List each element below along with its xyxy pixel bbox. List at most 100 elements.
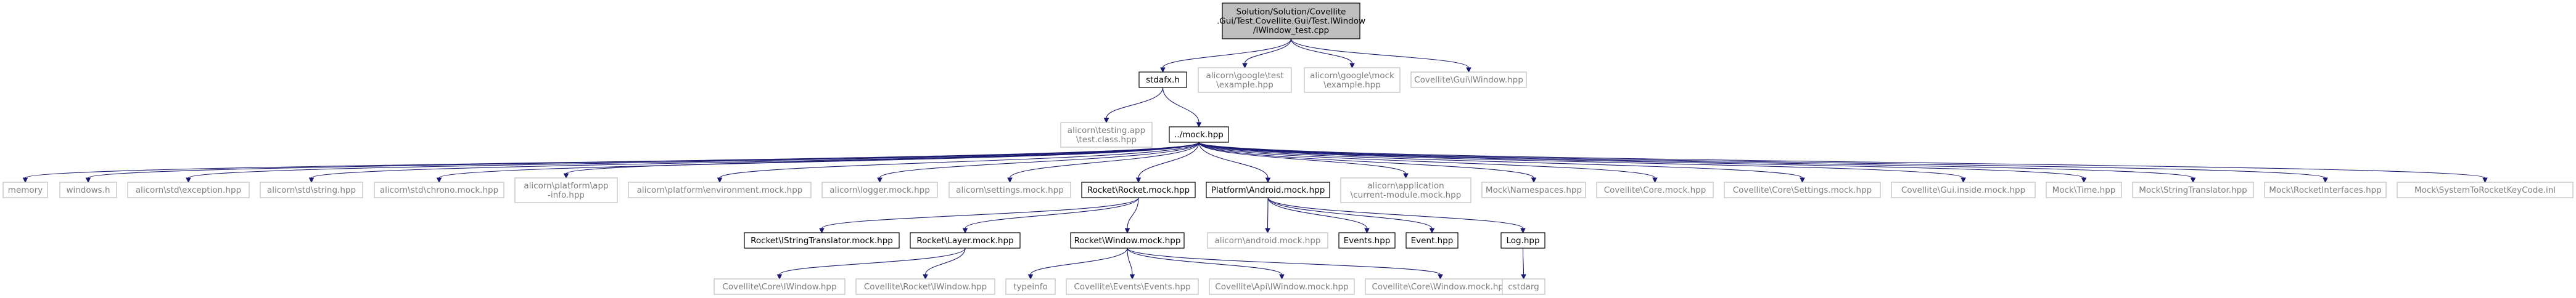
node-label-line: alicorn\settings.mock.hpp	[956, 185, 1064, 195]
edge-arrowhead-mock-to-time	[2081, 177, 2087, 183]
edge-mock-to-core_settings	[1198, 142, 1803, 179]
edge-mock-to-string_translator	[1198, 142, 2194, 179]
edge-mock-to-android_mock	[1198, 142, 1269, 179]
edge-arrowhead-mock-to-std_chrono	[436, 177, 442, 183]
node-gtest: alicorn\google\test\example.hpp	[1198, 67, 1292, 93]
edge-arrowhead-mock-to-android_mock	[1265, 177, 1271, 183]
node-events-events: Covellite\Events\Events.hpp	[1066, 278, 1199, 295]
edge-window_mock-to-events_events	[1127, 248, 1133, 275]
node-label-line: \current-module.mock.hpp	[1351, 190, 1462, 200]
node-label-line: Solution/Solution/Covellite	[1237, 7, 1346, 17]
node-box	[1500, 232, 1545, 249]
node-root[interactable]: Solution/Solution/Covellite.Gui/Test.Cov…	[1217, 2, 1365, 39]
edge-arrowhead-mock-to-platform_env	[717, 177, 723, 183]
node-box	[2264, 182, 2387, 198]
node-box	[1340, 177, 1471, 203]
node-box	[2046, 182, 2122, 198]
edge-mock-to-windows_h	[88, 142, 1200, 179]
node-window-mock[interactable]: Rocket\Window.mock.hpp	[1070, 232, 1185, 249]
node-box	[1405, 232, 1459, 249]
node-label-line: Mock\RocketInterfaces.hpp	[2269, 185, 2382, 195]
edge-arrowhead-mock-to-std_exception	[186, 177, 191, 183]
node-rocket-mock[interactable]: Rocket\Rocket.mock.hpp	[1081, 182, 1196, 198]
node-box	[910, 232, 1021, 249]
node-log-hpp[interactable]: Log.hpp	[1500, 232, 1545, 249]
node-label-line: ../mock.hpp	[1174, 130, 1224, 140]
node-stdafx[interactable]: stdafx.h	[1138, 71, 1187, 88]
edge-arrowhead-mock-to-windows_h	[85, 177, 91, 183]
edges-layer	[22, 38, 2488, 280]
node-typeinfo: typeinfo	[1005, 278, 1056, 295]
edge-root-to-stdafx	[1162, 38, 1292, 68]
edge-arrowhead-mock-to-system_to_rocket	[2482, 177, 2488, 183]
node-label-line: Covellite\Events\Events.hpp	[1074, 282, 1190, 292]
edge-arrowhead-mock-to-string_translator	[2190, 177, 2196, 183]
node-label-line: Covellite\Core\Window.mock.hpp	[1372, 282, 1508, 292]
node-box	[1198, 67, 1292, 93]
node-label-line: /IWindow_test.cpp	[1253, 26, 1329, 36]
node-box	[127, 182, 250, 198]
node-box	[1724, 182, 1881, 198]
node-system-to-rocket: Mock\SystemToRocketKeyCode.inl	[2397, 182, 2574, 198]
edge-mock-to-platform_env	[719, 142, 1200, 179]
edge-root-to-iwindow_hpp	[1290, 38, 1470, 68]
node-label-line: windows.h	[66, 185, 110, 195]
node-label-line: \example.hpp	[1216, 80, 1274, 90]
edge-mock-to-rocket_interfaces	[1198, 142, 2326, 179]
node-label-line: Covellite\Rocket\IWindow.hpp	[864, 282, 987, 292]
node-event-hpp[interactable]: Event.hpp	[1405, 232, 1459, 249]
edge-stdafx-to-testing_app	[1106, 87, 1164, 119]
node-std-exception: alicorn\std\exception.hpp	[127, 182, 250, 198]
node-box	[1206, 182, 1330, 198]
node-logger: alicorn\logger.mock.hpp	[821, 182, 938, 198]
edge-window_mock-to-core_window_mock	[1127, 248, 1441, 275]
node-string-translator: Mock\StringTranslator.hpp	[2132, 182, 2254, 198]
node-label-line: alicorn\platform\app	[524, 181, 608, 191]
node-layer-mock[interactable]: Rocket\Layer.mock.hpp	[910, 232, 1021, 249]
node-mock[interactable]: ../mock.hpp	[1169, 126, 1229, 143]
edge-arrowhead-mock-to-settings	[1007, 177, 1013, 183]
node-android-mock[interactable]: Platform\Android.mock.hpp	[1206, 182, 1330, 198]
node-box	[714, 278, 846, 295]
node-label-line: alicorn\testing.app	[1068, 126, 1145, 135]
node-app-module: alicorn\application\current-module.mock.…	[1340, 177, 1471, 203]
node-label-line: alicorn\std\exception.hpp	[136, 185, 241, 195]
node-std-chrono: alicorn\std\chrono.mock.hpp	[374, 182, 504, 198]
edge-arrowhead-stdafx-to-mock	[1196, 122, 1202, 128]
edge-android_mock-to-event_hpp	[1267, 197, 1433, 229]
node-label-line: Covellite\Core\Settings.mock.hpp	[1733, 185, 1872, 195]
edge-root-to-gtest	[1244, 38, 1292, 64]
edge-mock-to-system_to_rocket	[1198, 142, 2486, 179]
node-box	[1081, 182, 1196, 198]
node-box	[374, 182, 504, 198]
node-rocket-iwindow: Covellite\Rocket\IWindow.hpp	[855, 278, 995, 295]
node-box	[1365, 278, 1516, 295]
edge-android_mock-to-log_hpp	[1267, 197, 1524, 229]
node-istring-translator[interactable]: Rocket\IStringTranslator.mock.hpp	[744, 232, 900, 249]
edge-arrowhead-android_mock-to-events_hpp	[1364, 228, 1370, 234]
node-label-line: alicorn\logger.mock.hpp	[829, 185, 930, 195]
node-label-line: alicorn\google\mock	[1310, 71, 1394, 81]
edge-arrowhead-rocket_mock-to-layer_mock	[962, 228, 968, 234]
edge-arrowhead-mock-to-core_mock	[1652, 177, 1658, 183]
node-label-line: alicorn\std\chrono.mock.hpp	[380, 185, 498, 195]
edge-arrowhead-mock-to-namespaces	[1531, 177, 1537, 183]
node-box	[1005, 278, 1056, 295]
node-box	[1891, 182, 2036, 198]
node-events-hpp[interactable]: Events.hpp	[1338, 232, 1396, 249]
edge-rocket_mock-to-window_mock	[1127, 197, 1139, 229]
node-label-line: typeinfo	[1013, 282, 1047, 292]
node-label-line: memory	[8, 185, 43, 195]
node-label-line: \example.hpp	[1323, 80, 1381, 90]
node-box	[1138, 71, 1187, 88]
edge-stdafx-to-mock	[1162, 87, 1200, 123]
edge-arrowhead-rocket_mock-to-istring_translator	[819, 228, 825, 234]
edge-arrowhead-android_mock-to-event_hpp	[1429, 228, 1435, 234]
node-box	[1502, 278, 1545, 295]
node-box	[949, 182, 1071, 198]
edge-mock-to-time	[1198, 142, 2084, 179]
edge-arrowhead-mock-to-core_settings	[1800, 177, 1805, 183]
edge-window_mock-to-api_iwindow	[1127, 248, 1283, 275]
